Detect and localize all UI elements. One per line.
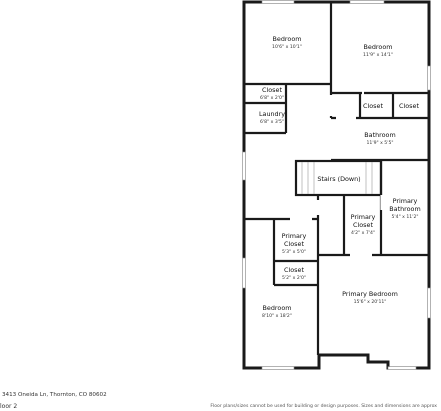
property-address: 3413 Oneida Ln, Thornton, CO 80602 bbox=[2, 392, 107, 398]
room-dims-bedroom-top-right: 11'9" x 14'1" bbox=[363, 52, 393, 58]
room-dims-bathroom: 11'9" x 5'5" bbox=[366, 140, 393, 146]
room-label-primary-bathroom-2: Bathroom bbox=[389, 205, 420, 213]
room-label-primary-bedroom: Primary Bedroom bbox=[342, 290, 398, 298]
room-label-laundry: Laundry bbox=[259, 110, 285, 118]
room-label-closet-upper: Closet bbox=[262, 86, 282, 94]
room-dims-primary-bedroom: 15'6" x 20'11" bbox=[354, 299, 387, 305]
room-label-bathroom: Bathroom bbox=[364, 131, 395, 139]
room-label-primary-closet-mid-1: Primary bbox=[351, 213, 376, 221]
room-label-primary-closet-left-1: Primary bbox=[282, 232, 307, 240]
interior-walls bbox=[244, 2, 429, 355]
room-dims-bedroom-bottom: 8'10" x 18'2" bbox=[262, 313, 292, 319]
windows bbox=[242, 0, 431, 370]
room-label-closet-small-1: Closet bbox=[363, 102, 383, 110]
room-label-closet-small-2: Closet bbox=[399, 102, 419, 110]
disclaimer-text: Floor plans/sizes cannot be used for bui… bbox=[210, 404, 437, 409]
room-dims-laundry: 6'8" x 3'5" bbox=[260, 119, 284, 125]
room-dims-closet-upper: 6'8" x 2'0" bbox=[260, 95, 284, 101]
floor-label: loor 2 bbox=[0, 403, 18, 410]
room-dims-primary-closet-left: 5'3" x 5'0" bbox=[282, 249, 306, 255]
room-label-closet-lower: Closet bbox=[284, 266, 304, 274]
room-label-bedroom-top-left: Bedroom bbox=[273, 35, 302, 43]
room-label-primary-closet-left-2: Closet bbox=[284, 240, 304, 248]
room-dims-primary-closet-mid: 4'2" x 7'4" bbox=[351, 230, 375, 236]
room-label-primary-bathroom-1: Primary bbox=[393, 197, 418, 205]
door-openings bbox=[290, 91, 384, 257]
stair-treads bbox=[301, 162, 373, 194]
room-label-primary-closet-mid-2: Closet bbox=[353, 221, 373, 229]
room-label-bedroom-top-right: Bedroom bbox=[364, 43, 393, 51]
room-dims-bedroom-top-left: 10'6" x 10'1" bbox=[272, 44, 302, 50]
room-dims-primary-bathroom: 5'4" x 11'2" bbox=[391, 214, 418, 220]
room-dims-closet-lower: 5'2" x 2'0" bbox=[282, 275, 306, 281]
room-label-bedroom-bottom: Bedroom bbox=[263, 304, 292, 312]
room-label-stairs: Stairs (Down) bbox=[317, 175, 360, 183]
